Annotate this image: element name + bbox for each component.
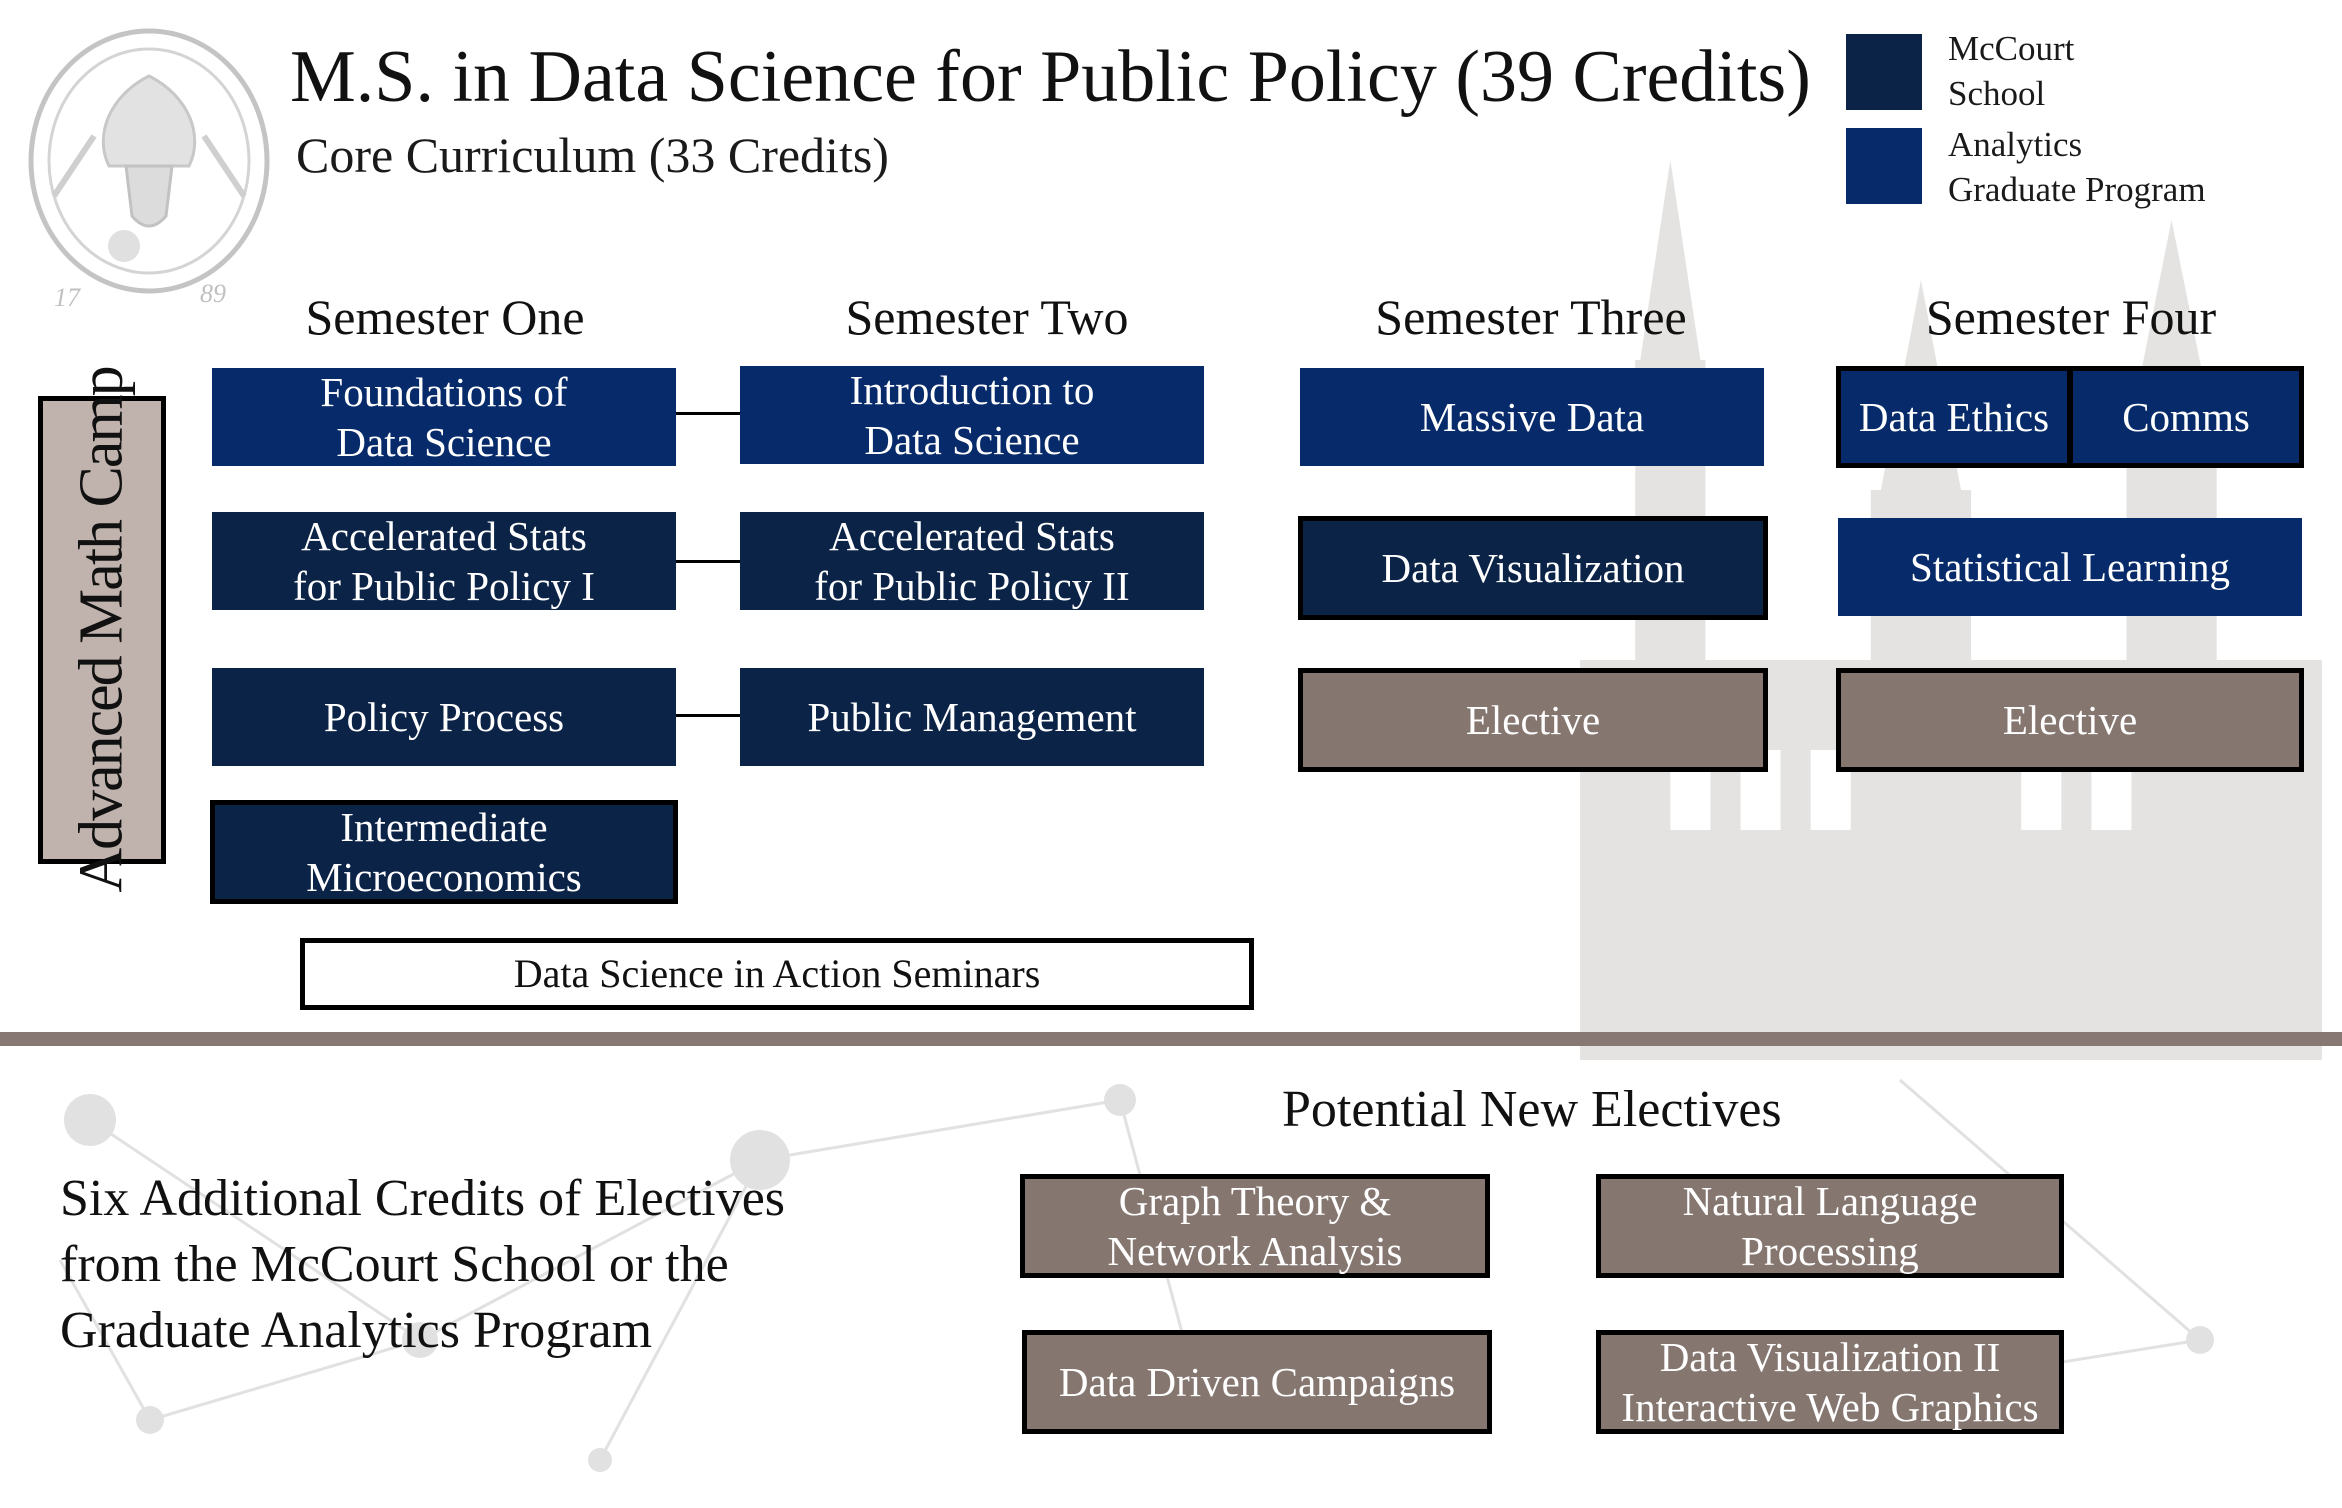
course-comms: Comms: [2068, 366, 2304, 468]
data-science-in-action-seminars: Data Science in Action Seminars: [300, 938, 1254, 1010]
course-public-management: Public Management: [740, 668, 1204, 766]
connector-line: [676, 560, 740, 563]
course-elective-semester-three: Elective: [1298, 668, 1768, 772]
course-foundations-of-data-science: Foundations of Data Science: [212, 368, 676, 466]
semester-two-heading: Semester Two: [845, 289, 1129, 345]
section-divider: [0, 1032, 2342, 1046]
connector-line: [676, 714, 740, 717]
legend-label-analytics: Analytics Graduate Program: [1948, 125, 2206, 209]
page-subtitle: Core Curriculum (33 Credits): [296, 127, 889, 183]
advanced-math-camp-box: Advanced Math Camp: [38, 367, 166, 893]
seal-year-left: 17: [54, 283, 81, 312]
course-elective-semester-four: Elective: [1836, 668, 2304, 772]
legend-swatch-mccourt: [1846, 34, 1922, 110]
legend-label-mccourt: McCourt School: [1948, 29, 2075, 113]
elective-graph-theory: Graph Theory & Network Analysis: [1020, 1174, 1490, 1278]
legend-swatch-analytics: [1846, 128, 1922, 204]
elective-natural-language-processing: Natural Language Processing: [1596, 1174, 2064, 1278]
course-accelerated-stats-2: Accelerated Stats for Public Policy II: [740, 512, 1204, 610]
page-title: M.S. in Data Science for Public Policy (…: [290, 36, 1811, 118]
university-seal-logo: 17 89: [28, 28, 270, 312]
course-data-ethics: Data Ethics: [1836, 366, 2072, 468]
course-introduction-to-data-science: Introduction to Data Science: [740, 366, 1204, 464]
semester-one-heading: Semester One: [305, 289, 585, 345]
additional-electives-line: Graduate Analytics Program: [60, 1302, 653, 1359]
additional-electives-line: from the McCourt School or the: [60, 1236, 729, 1293]
background-network-illustration: [58, 1078, 2214, 1472]
additional-electives-line: Six Additional Credits of Electives: [60, 1170, 786, 1227]
connector-line: [676, 412, 740, 415]
potential-electives-heading: Potential New Electives: [1282, 1081, 1782, 1138]
course-accelerated-stats-1: Accelerated Stats for Public Policy I: [212, 512, 676, 610]
semester-three-heading: Semester Three: [1375, 289, 1687, 345]
course-data-visualization: Data Visualization: [1298, 516, 1768, 620]
advanced-math-camp-label: Advanced Math Camp: [67, 367, 136, 893]
semester-four-heading: Semester Four: [1925, 289, 2217, 345]
course-policy-process: Policy Process: [212, 668, 676, 766]
course-intermediate-microeconomics: Intermediate Microeconomics: [210, 800, 678, 904]
course-massive-data: Massive Data: [1300, 368, 1764, 466]
seal-year-right: 89: [200, 279, 226, 308]
course-statistical-learning: Statistical Learning: [1838, 518, 2302, 616]
additional-electives-text: Six Additional Credits of Electives from…: [60, 1166, 960, 1364]
elective-data-driven-campaigns: Data Driven Campaigns: [1022, 1330, 1492, 1434]
elective-data-visualization-ii: Data Visualization II Interactive Web Gr…: [1596, 1330, 2064, 1434]
